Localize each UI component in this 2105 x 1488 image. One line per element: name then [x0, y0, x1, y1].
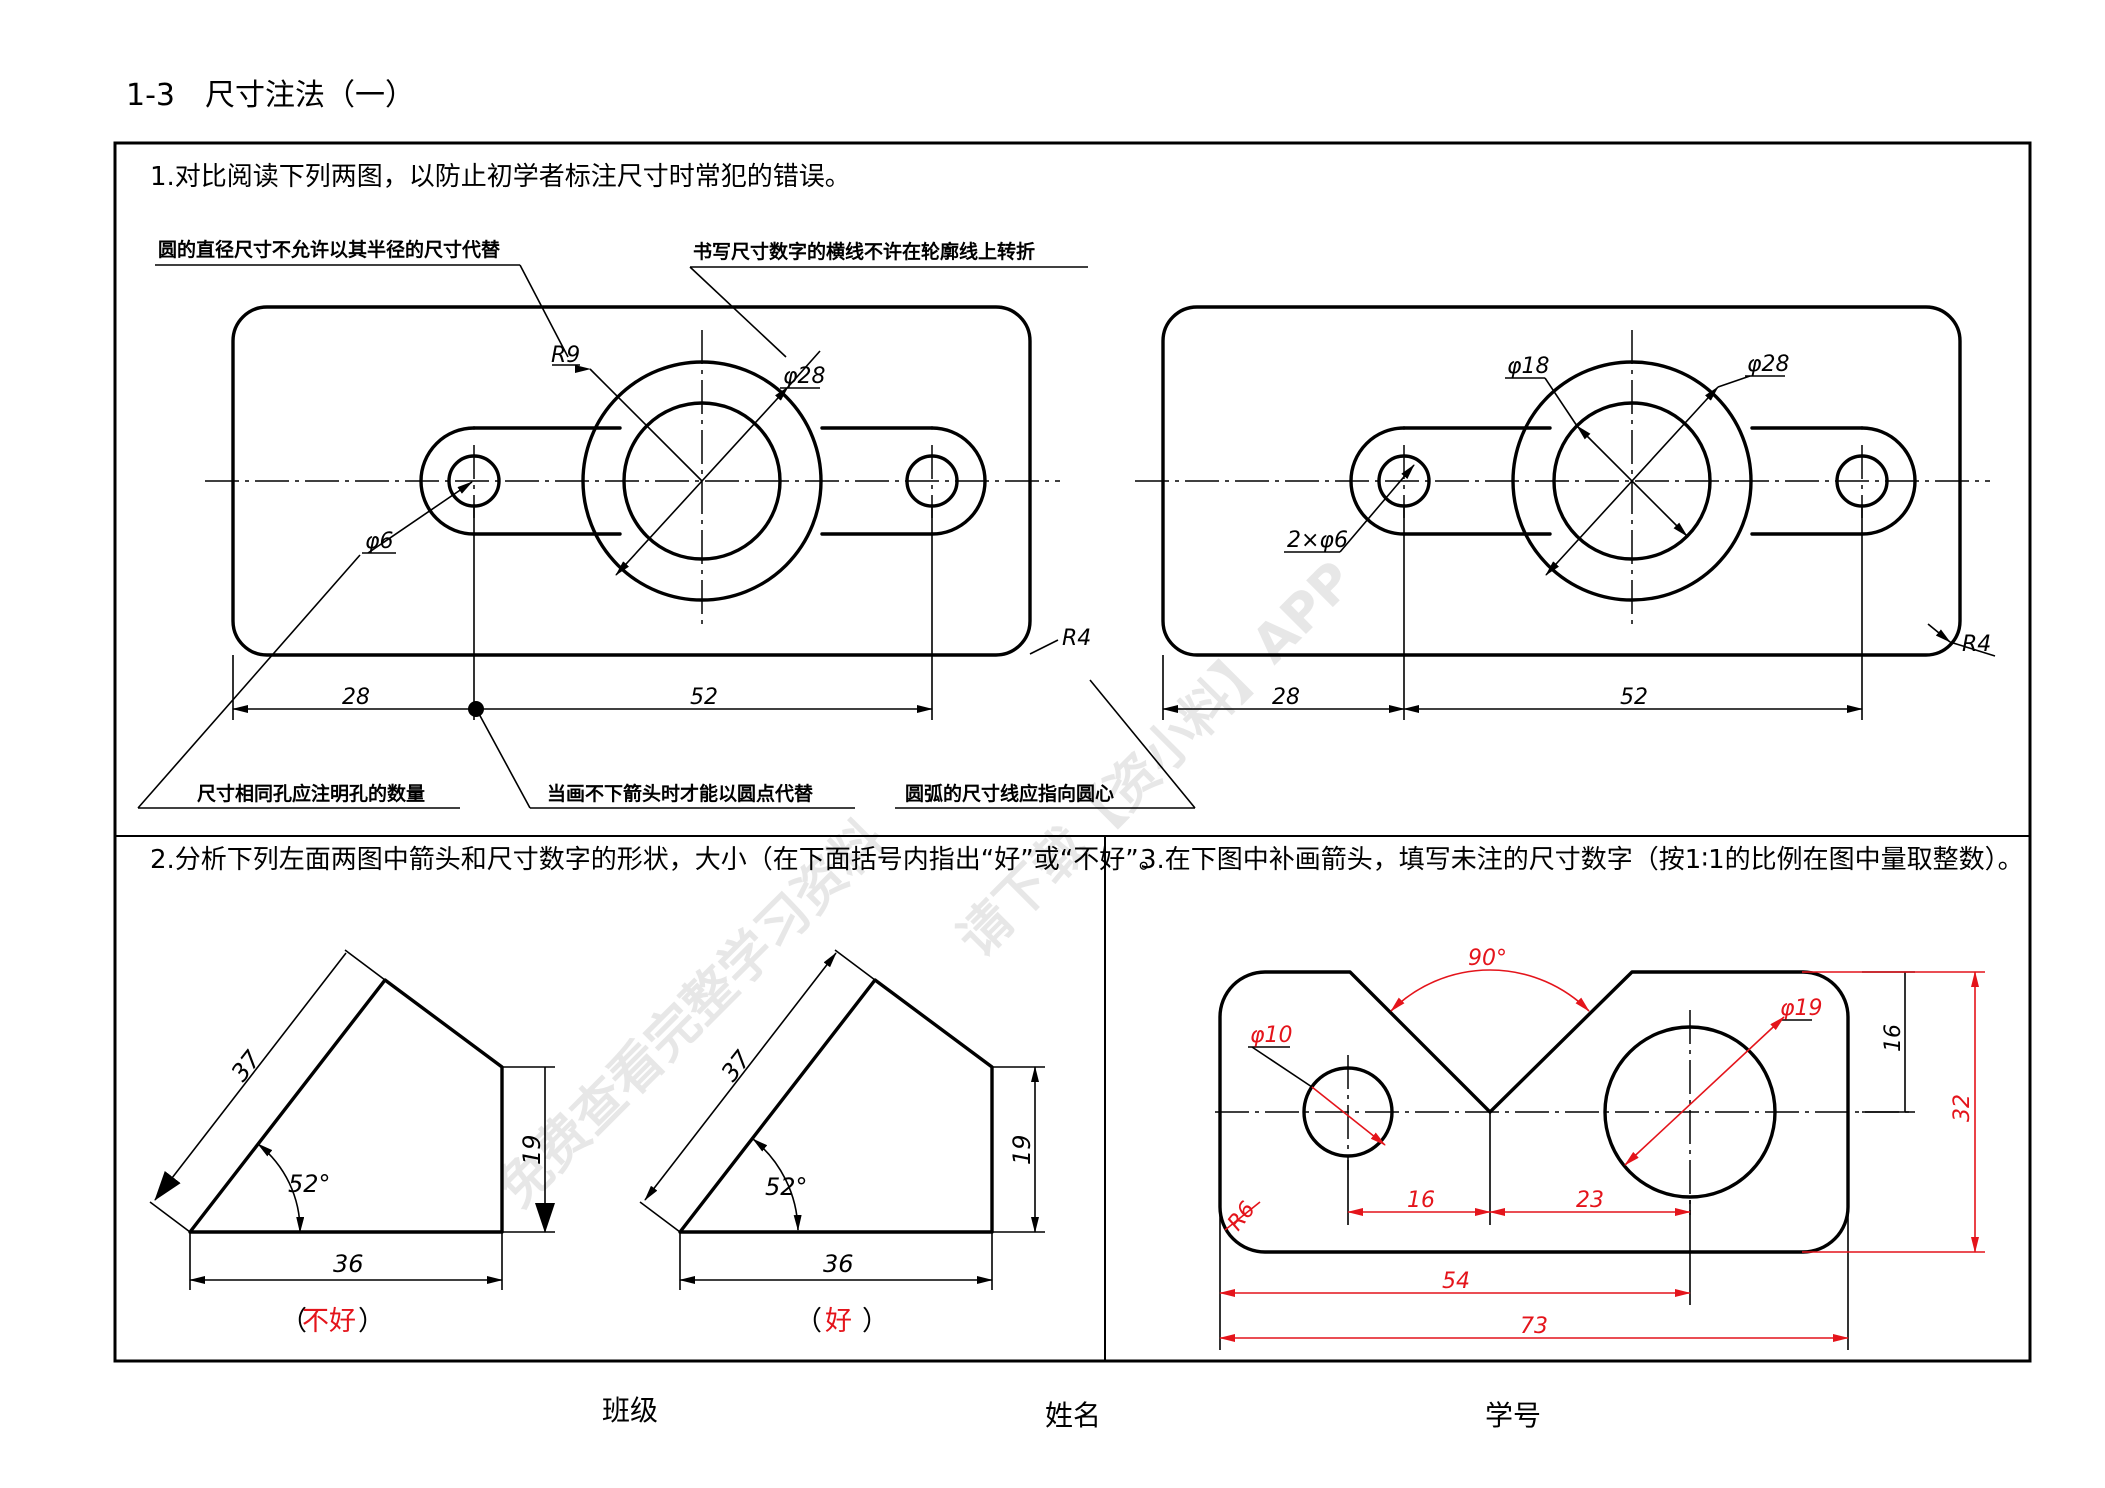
- s3-w54-label: 54: [1442, 1269, 1470, 1294]
- footer-id-label: 学号: [1485, 1399, 1541, 1432]
- fig-a-answer-open: （: [280, 1306, 307, 1337]
- note-bottom-3: 圆弧的尺寸线应指向圆心: [905, 782, 1114, 805]
- page-title: 1-3 尺寸注法（一）: [126, 78, 415, 113]
- sheet-frame: [113, 141, 2032, 1363]
- note-bottom-1: 尺寸相同孔应注明孔的数量: [197, 782, 425, 805]
- fig-a-base-label: 36: [333, 1250, 364, 1278]
- s3-angle-label: 90°: [1468, 946, 1507, 971]
- right-r4-label: R4: [1962, 632, 1991, 657]
- note-top-right: 书写尺寸数字的横线不许在轮廓线上转折: [693, 240, 1035, 263]
- right-d18-label: φ18: [1507, 354, 1550, 379]
- fig-b-len-label: 37: [716, 1045, 757, 1087]
- fig-a-height-label: 19: [518, 1134, 546, 1165]
- right-dim52-label: 52: [1620, 685, 1648, 710]
- section1-note-leaders: [137, 264, 1196, 809]
- s3-w73-label: 73: [1520, 1314, 1548, 1339]
- note-bottom-2: 当画不下箭头时才能以圆点代替: [547, 782, 814, 805]
- left-r9-label: R9: [551, 343, 580, 368]
- fig-a-angle-label: 52°: [288, 1170, 331, 1198]
- fig-a-answer-close: ）: [358, 1306, 385, 1337]
- left-d6-label: φ6: [365, 529, 394, 554]
- right-d28-label: φ28: [1747, 352, 1790, 377]
- section3-title: 3.在下图中补画箭头，填写未注的尺寸数字（按1∶1的比例在图中量取整数）。: [1140, 845, 2024, 875]
- fig-b-height-label: 19: [1008, 1134, 1036, 1165]
- note-top-left: 圆的直径尺寸不允许以其半径的尺寸代替: [158, 238, 501, 261]
- fig-b-base-label: 36: [823, 1250, 854, 1278]
- fig-b-answer-close: ）: [862, 1306, 889, 1337]
- s3-h16-label: 16: [1881, 1024, 1906, 1052]
- section3-figure: [1215, 969, 1985, 1350]
- s3-w23-label: 23: [1576, 1188, 1604, 1213]
- left-dim28-label: 28: [342, 685, 370, 710]
- fig-b-angle-label: 52°: [765, 1173, 808, 1201]
- left-r4-label: R4: [1062, 626, 1091, 651]
- fig-b-answer: 好: [825, 1306, 852, 1337]
- footer-class-label: 班级: [602, 1394, 658, 1427]
- right-d6-label: 2×φ6: [1287, 528, 1348, 553]
- fig-a-len-label: 37: [226, 1045, 267, 1087]
- left-d28-label: φ28: [783, 364, 826, 389]
- section1-left-figure: [205, 305, 1060, 720]
- s3-w16-label: 16: [1407, 1188, 1435, 1213]
- section2-figure-a: [149, 949, 555, 1290]
- right-dim28-label: 28: [1272, 685, 1300, 710]
- watermark: 免费查看完整学习资料 请下载【资小料】APP: [487, 550, 1366, 1219]
- s3-r6-label: R6: [1223, 1197, 1261, 1235]
- fig-a-answer: 不好: [302, 1306, 356, 1337]
- section2-figure-b: [639, 949, 1045, 1290]
- s3-d10-label: φ10: [1250, 1023, 1293, 1048]
- s3-d19-label: φ19: [1780, 996, 1823, 1021]
- s3-h32-label: 32: [1950, 1094, 1975, 1122]
- fig-b-answer-open: （: [795, 1306, 822, 1337]
- section2-title: 2.分析下列左面两图中箭头和尺寸数字的形状，大小（在下面括号内指出“好”或“不好…: [150, 845, 1165, 875]
- section1-right-figure: [1135, 305, 1996, 720]
- left-dim52-label: 52: [690, 685, 718, 710]
- section1-title: 1.对比阅读下列两图，以防止初学者标注尺寸时常犯的错误。: [150, 162, 851, 192]
- footer-name-label: 姓名: [1045, 1399, 1101, 1432]
